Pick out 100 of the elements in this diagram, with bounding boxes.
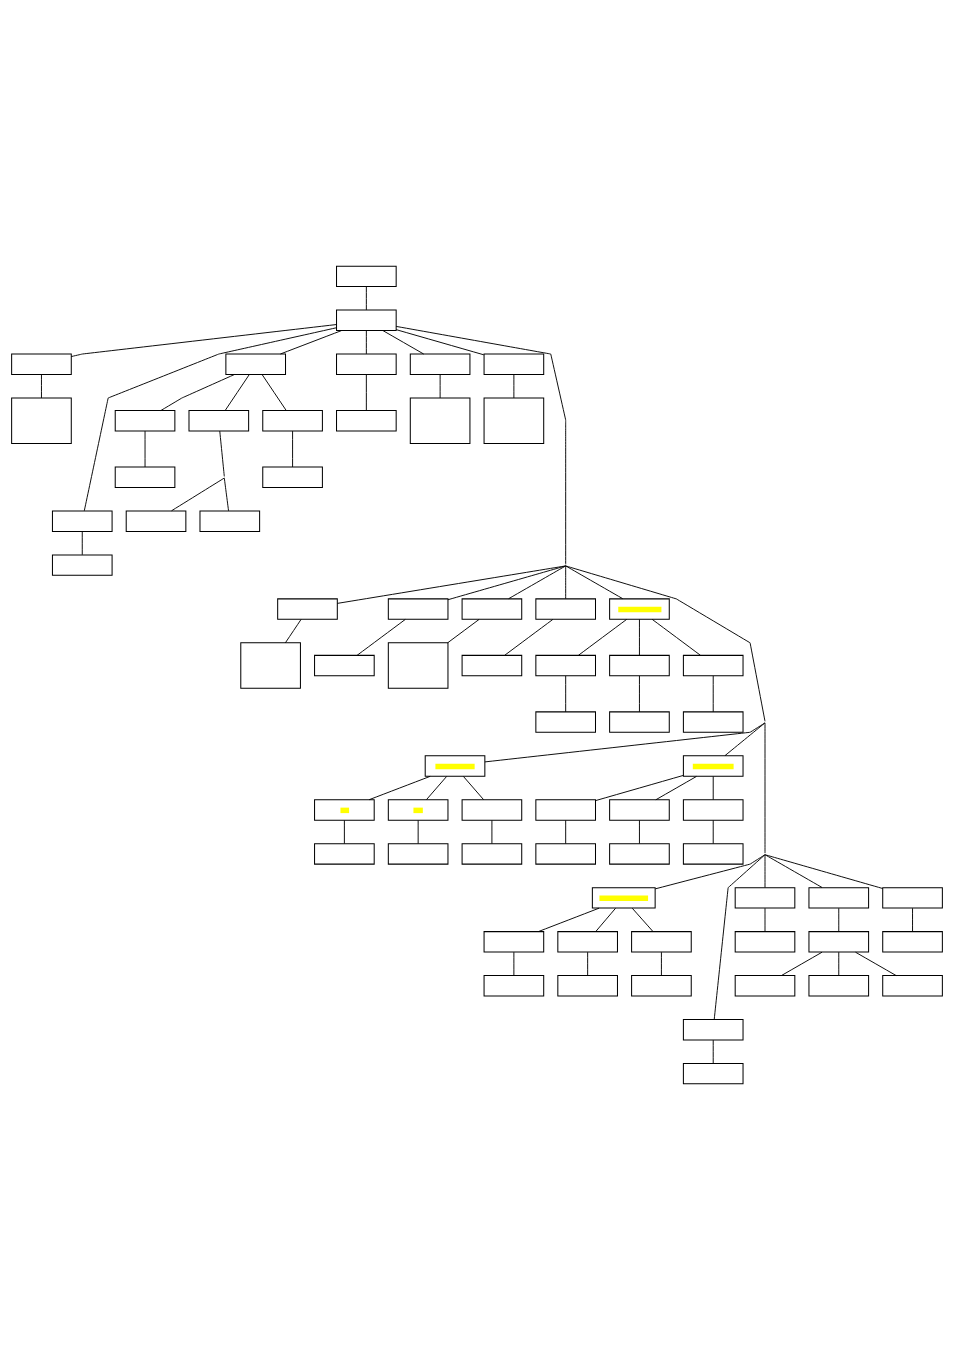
node-box bbox=[734, 887, 796, 909]
node-box bbox=[734, 931, 796, 953]
node-box bbox=[483, 931, 545, 953]
connector bbox=[417, 819, 419, 845]
connector bbox=[395, 329, 485, 356]
node-box bbox=[609, 711, 670, 733]
connector bbox=[595, 774, 684, 802]
connector bbox=[484, 565, 766, 763]
node-box bbox=[591, 887, 656, 909]
connector bbox=[83, 327, 337, 512]
node-box bbox=[609, 598, 670, 620]
connector bbox=[144, 430, 146, 468]
connector bbox=[513, 374, 515, 399]
node-box bbox=[409, 353, 471, 375]
node-box bbox=[125, 510, 187, 532]
connector bbox=[639, 819, 640, 845]
node-box bbox=[336, 410, 397, 432]
node-box bbox=[682, 1019, 744, 1041]
node-box bbox=[461, 654, 523, 677]
node-box bbox=[51, 554, 113, 576]
connector bbox=[912, 907, 913, 932]
connector bbox=[764, 854, 884, 889]
node-box bbox=[882, 931, 943, 953]
connector bbox=[365, 330, 367, 355]
node-box bbox=[682, 843, 744, 865]
node-box bbox=[336, 265, 397, 288]
connector bbox=[160, 374, 236, 411]
node-box bbox=[314, 799, 375, 821]
node-box bbox=[461, 799, 523, 821]
connector bbox=[855, 951, 897, 976]
node-box bbox=[240, 642, 301, 689]
node-box bbox=[682, 755, 744, 777]
node-box bbox=[114, 466, 176, 488]
node-box bbox=[682, 1062, 744, 1085]
connector bbox=[223, 477, 229, 512]
node-box bbox=[387, 843, 449, 865]
node-box bbox=[535, 711, 596, 733]
node-box bbox=[387, 799, 449, 821]
connector bbox=[504, 618, 554, 656]
connector bbox=[838, 951, 840, 976]
connector bbox=[712, 1039, 714, 1064]
connector bbox=[343, 819, 345, 845]
node-box bbox=[631, 975, 692, 997]
connector bbox=[491, 819, 493, 845]
connector bbox=[279, 330, 342, 355]
connector bbox=[764, 854, 766, 888]
connector bbox=[365, 286, 367, 311]
connector bbox=[224, 374, 250, 411]
node-box bbox=[11, 397, 72, 444]
node-box bbox=[262, 466, 323, 488]
connector bbox=[712, 775, 714, 801]
node-box bbox=[277, 598, 338, 620]
connector bbox=[654, 722, 766, 890]
connector bbox=[587, 951, 589, 976]
node-box bbox=[461, 843, 523, 865]
node-box bbox=[808, 887, 870, 909]
connector bbox=[764, 854, 823, 888]
connector bbox=[171, 430, 225, 512]
connector bbox=[81, 531, 83, 556]
connector bbox=[284, 618, 302, 644]
node-box bbox=[483, 397, 545, 444]
node-box bbox=[262, 410, 323, 432]
connector bbox=[462, 775, 485, 801]
node-box bbox=[461, 598, 523, 620]
connector bbox=[639, 618, 640, 656]
connector bbox=[565, 819, 567, 845]
node-box bbox=[734, 975, 796, 997]
node-box bbox=[314, 843, 375, 865]
connector bbox=[439, 374, 441, 399]
node-box bbox=[631, 931, 692, 953]
node-box bbox=[535, 799, 596, 821]
node-box bbox=[483, 353, 545, 375]
node-box bbox=[682, 654, 744, 677]
connector bbox=[70, 324, 337, 358]
connector bbox=[780, 951, 823, 976]
connector bbox=[447, 565, 567, 601]
connector bbox=[447, 618, 480, 644]
connector bbox=[639, 675, 640, 713]
connector bbox=[713, 854, 766, 1020]
connector bbox=[368, 775, 431, 801]
node-box bbox=[609, 654, 670, 677]
connector bbox=[336, 325, 567, 604]
connector bbox=[595, 907, 617, 932]
node-box bbox=[535, 654, 596, 677]
connector bbox=[508, 565, 567, 600]
node-box bbox=[808, 975, 870, 997]
connector bbox=[426, 775, 448, 801]
connector bbox=[724, 722, 766, 757]
node-box bbox=[682, 799, 744, 821]
connector bbox=[712, 675, 714, 713]
node-box bbox=[409, 397, 471, 444]
node-box bbox=[11, 353, 72, 375]
node-box bbox=[808, 931, 870, 953]
node-box bbox=[882, 975, 943, 997]
node-box bbox=[557, 931, 618, 953]
node-box bbox=[557, 975, 618, 997]
node-box bbox=[336, 309, 397, 331]
connector bbox=[292, 430, 294, 468]
connector bbox=[41, 374, 42, 399]
node-box bbox=[609, 843, 670, 865]
